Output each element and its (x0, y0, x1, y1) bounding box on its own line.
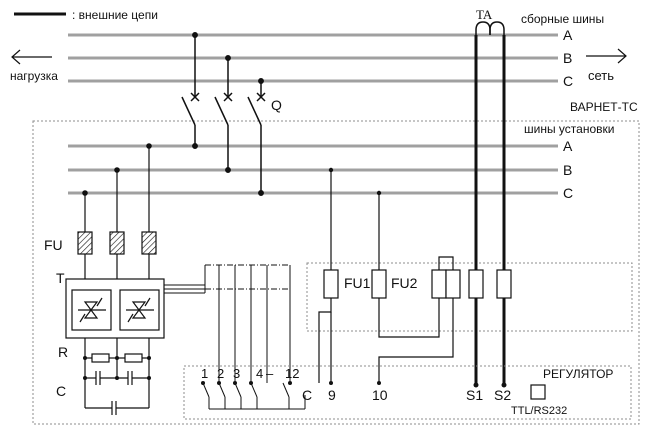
capacitor-nodes (83, 356, 151, 380)
resistors (84, 338, 150, 408)
bus-install-b-label: B (563, 162, 572, 178)
interface-port[interactable] (530, 384, 546, 400)
terminal-c: C (302, 387, 312, 403)
busbars-install (68, 144, 558, 195)
grid-arrow (586, 48, 627, 64)
side-label-c: C (56, 383, 66, 399)
regulator-terminal-nodes (201, 381, 507, 388)
bus-top-b-label: B (563, 50, 572, 66)
terminal-10: 10 (372, 387, 388, 403)
control-wires (218, 265, 291, 383)
current-transformer (475, 21, 505, 35)
feed-nodes (328, 167, 382, 196)
thyristor-module (65, 278, 165, 339)
power-fuse-3 (141, 231, 157, 255)
control-bundle (205, 264, 290, 290)
load-arrow (11, 49, 52, 65)
switch-q-label: Q (271, 97, 282, 113)
fuse-fu2 (371, 269, 387, 299)
measurement-area (306, 262, 633, 332)
regulator-title: РЕГУЛЯТОР (543, 367, 613, 381)
terminal-s1: S1 (466, 387, 483, 403)
bus-top-a-label: A (563, 27, 573, 43)
side-label-fu: FU (44, 237, 63, 253)
device-label: ВАРНЕТ-ТС (570, 100, 638, 114)
terminal-1: 1 (201, 366, 208, 381)
fuse-fu1-label: FU1 (344, 275, 371, 291)
power-fuse-2 (109, 231, 125, 255)
busbars-top (68, 33, 558, 83)
legend-label: : внешние цепи (72, 8, 158, 22)
terminal-9: 9 (328, 387, 336, 403)
ct-terminal-s2 (496, 269, 512, 299)
capacitors (85, 371, 149, 415)
power-fuse-1 (77, 231, 93, 255)
control-cable (164, 284, 205, 294)
device-boundary (32, 120, 640, 425)
bus-top-c-label: C (563, 73, 573, 89)
install-bus-label: шины установки (524, 122, 614, 136)
terminal-link (431, 256, 461, 299)
switch-q (181, 32, 266, 196)
phase-drops (82, 143, 152, 232)
measurement-feeds (330, 170, 380, 270)
fuse-fu1 (323, 269, 339, 299)
power-fuses (77, 231, 157, 279)
side-label-r: R (58, 344, 68, 360)
regulator-box (183, 365, 632, 420)
terminal-4: 4 (256, 366, 263, 381)
terminal-12: 12 (285, 366, 299, 381)
interface-label: TTL/RS232 (511, 405, 567, 417)
ct-wires (474, 35, 506, 385)
load-label: нагрузка (10, 69, 58, 83)
terminal-s2: S2 (494, 387, 511, 403)
ct-terminal-s1 (468, 269, 484, 299)
side-label-t: T (56, 270, 65, 286)
measurement-wiring (318, 298, 454, 383)
relay-contacts (202, 382, 306, 410)
bus-install-a-label: A (563, 138, 573, 154)
terminal-2: 2 (217, 366, 224, 381)
bus-install-c-label: C (563, 185, 573, 201)
grid-label: сеть (588, 68, 614, 83)
fuse-fu2-label: FU2 (391, 275, 418, 291)
terminal-3: 3 (233, 366, 240, 381)
busbars-label: сборные шины (521, 12, 604, 26)
ta-label: TA (476, 7, 493, 22)
terminal-dash: – (266, 366, 274, 381)
